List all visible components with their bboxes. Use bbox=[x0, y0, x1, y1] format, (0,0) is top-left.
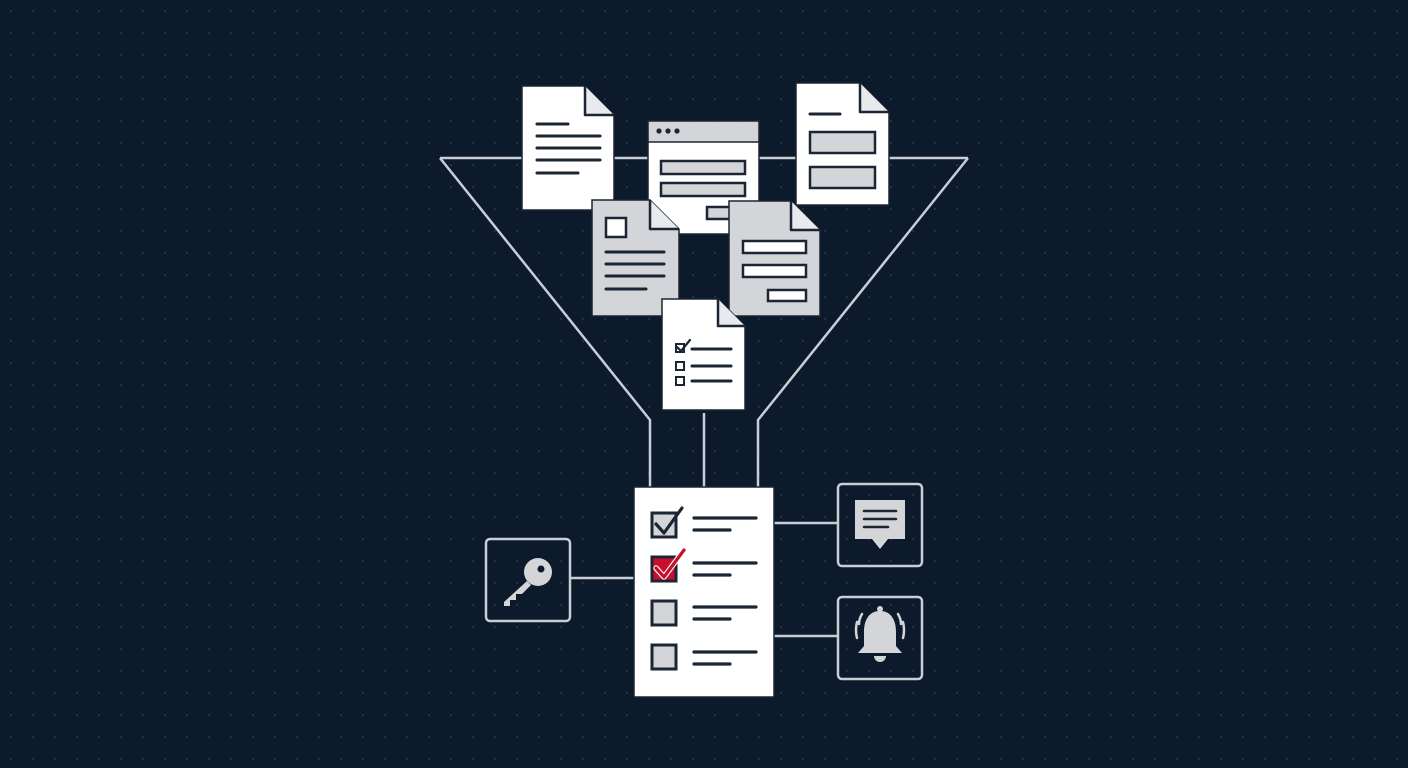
checklist-item bbox=[650, 506, 758, 539]
image-text-document-icon bbox=[591, 199, 680, 317]
connectors bbox=[570, 521, 838, 638]
checklist-item bbox=[650, 643, 758, 671]
message-node bbox=[836, 482, 924, 568]
form-document-icon bbox=[795, 82, 890, 206]
key-icon bbox=[504, 558, 552, 606]
funnel-left-wall bbox=[439, 157, 652, 487]
checklist-item-highlighted bbox=[650, 547, 758, 583]
form-document-icon bbox=[728, 200, 821, 317]
funnel-right-wall bbox=[756, 157, 969, 487]
text-document-icon bbox=[521, 85, 615, 211]
bell-icon bbox=[854, 606, 906, 662]
web-form-window-icon bbox=[647, 120, 760, 235]
message-icon bbox=[855, 500, 905, 549]
key-node bbox=[484, 537, 572, 623]
checklist-icon bbox=[633, 486, 775, 698]
bell-node bbox=[836, 595, 924, 681]
checklist-item bbox=[650, 599, 758, 627]
checklist-document-icon bbox=[661, 298, 746, 411]
